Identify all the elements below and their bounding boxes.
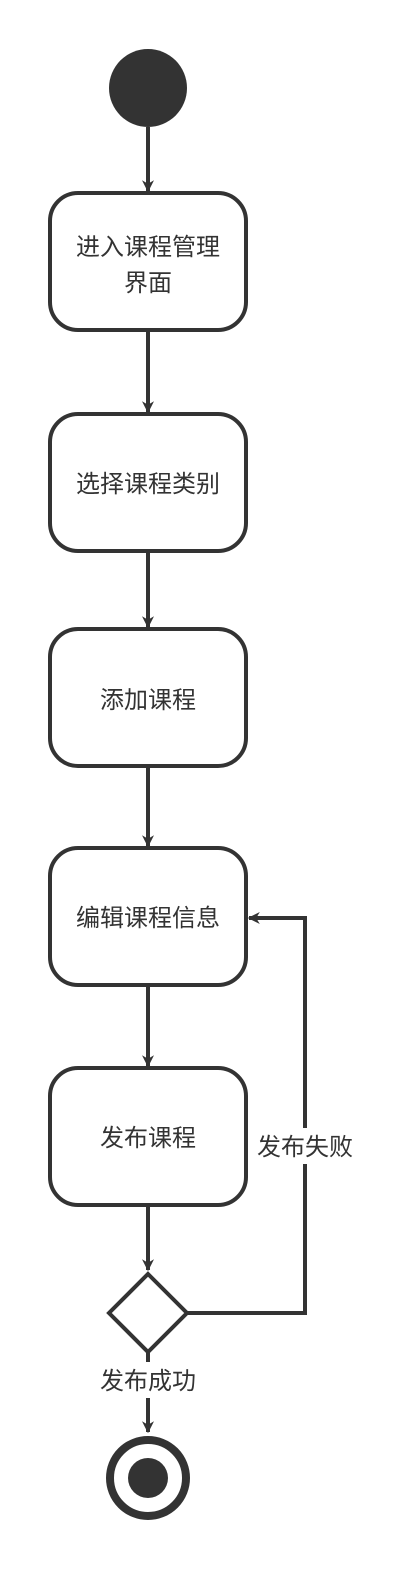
failure-label: 发布失败 bbox=[252, 1128, 360, 1164]
action-label-line2: 界面 bbox=[124, 269, 172, 297]
action-label: 选择课程类别 bbox=[76, 470, 220, 498]
end-node bbox=[106, 1436, 190, 1520]
action-edit-course-info: 编辑课程信息 bbox=[48, 846, 248, 987]
action-label: 发布课程 bbox=[100, 1124, 196, 1152]
edge-failure-loop bbox=[187, 912, 307, 1315]
action-publish-course: 发布课程 bbox=[48, 1066, 248, 1207]
action-add-course: 添加课程 bbox=[48, 627, 248, 768]
action-label: 编辑课程信息 bbox=[76, 904, 220, 932]
success-label: 发布成功 bbox=[92, 1362, 202, 1398]
action-label: 添加课程 bbox=[100, 686, 196, 714]
action-label-line1: 进入课程管理 bbox=[76, 233, 220, 261]
action-select-course-category: 选择课程类别 bbox=[48, 412, 248, 553]
start-node bbox=[109, 49, 187, 127]
failure-label-text: 发布失败 bbox=[257, 1133, 353, 1161]
action-enter-course-management: 进入课程管理 界面 bbox=[48, 191, 248, 332]
decision-node bbox=[106, 1271, 190, 1355]
success-label-text: 发布成功 bbox=[100, 1367, 196, 1395]
